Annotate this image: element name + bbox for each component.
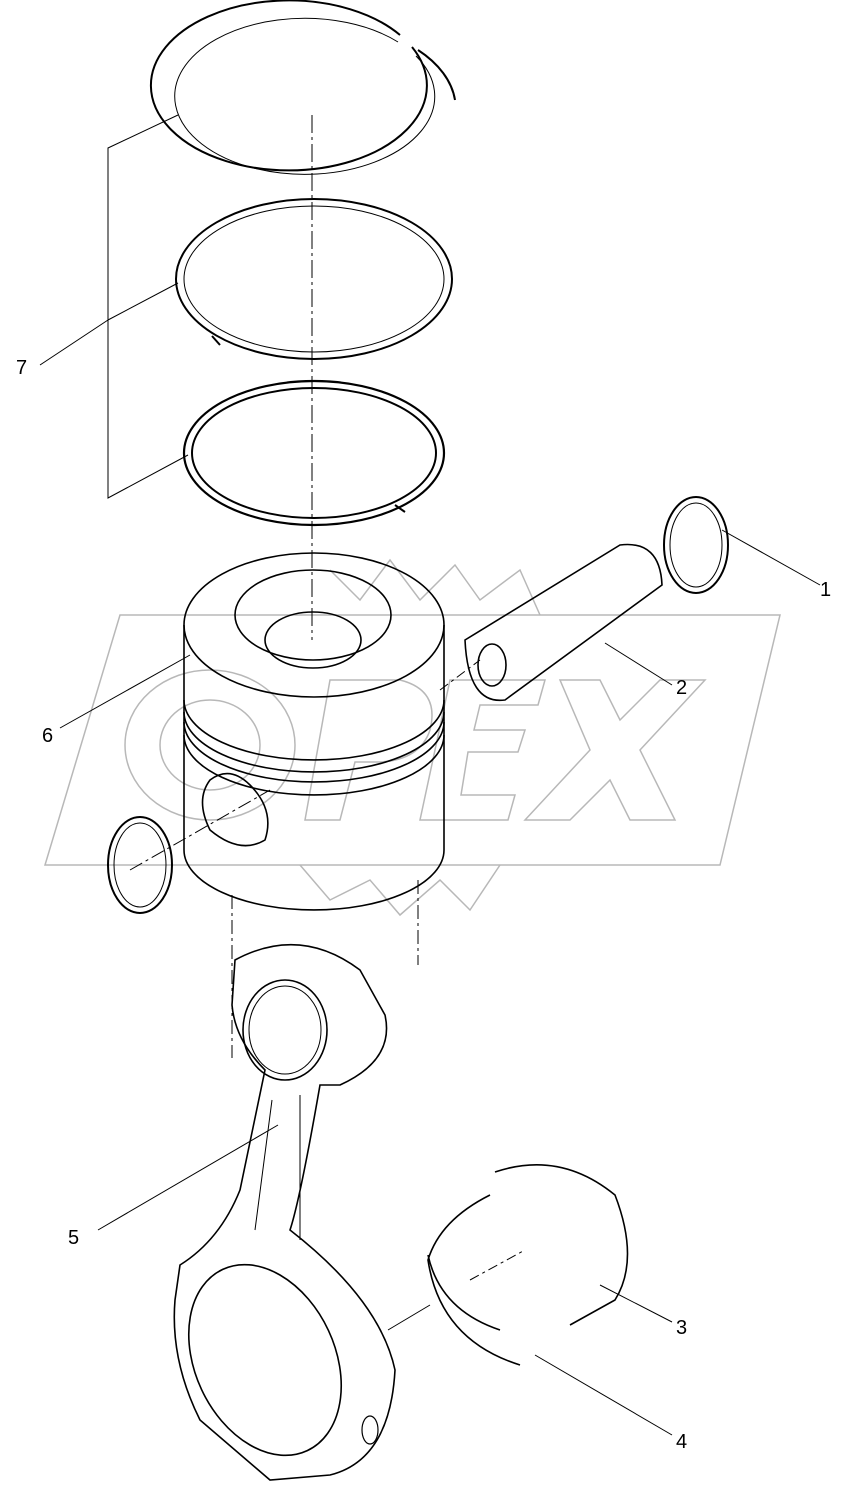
piston-pin xyxy=(439,543,663,702)
leader-1 xyxy=(721,529,821,586)
leader-5 xyxy=(97,1124,279,1231)
leader-3 xyxy=(599,1284,673,1323)
callout-5: 5 xyxy=(68,1227,80,1249)
piston-ring-middle xyxy=(175,198,453,360)
piston-ring-top xyxy=(149,0,456,175)
bearing-shells xyxy=(427,1163,629,1366)
leader-2 xyxy=(604,642,673,686)
callout-6: 6 xyxy=(42,725,54,747)
opex-watermark xyxy=(43,558,781,917)
connecting-rod xyxy=(173,943,396,1481)
callout-3: 3 xyxy=(676,1317,688,1339)
callout-1: 1 xyxy=(820,579,832,601)
callout-2: 2 xyxy=(676,677,688,699)
piston xyxy=(129,552,445,911)
retaining-ring-right xyxy=(663,496,729,594)
callout-4: 4 xyxy=(676,1431,688,1453)
piston-ring-oil xyxy=(182,379,446,527)
leader-7 xyxy=(39,114,189,499)
leader-6 xyxy=(59,654,191,729)
leader-4 xyxy=(534,1354,673,1436)
retaining-ring-left xyxy=(107,816,173,914)
callout-7: 7 xyxy=(16,357,28,379)
